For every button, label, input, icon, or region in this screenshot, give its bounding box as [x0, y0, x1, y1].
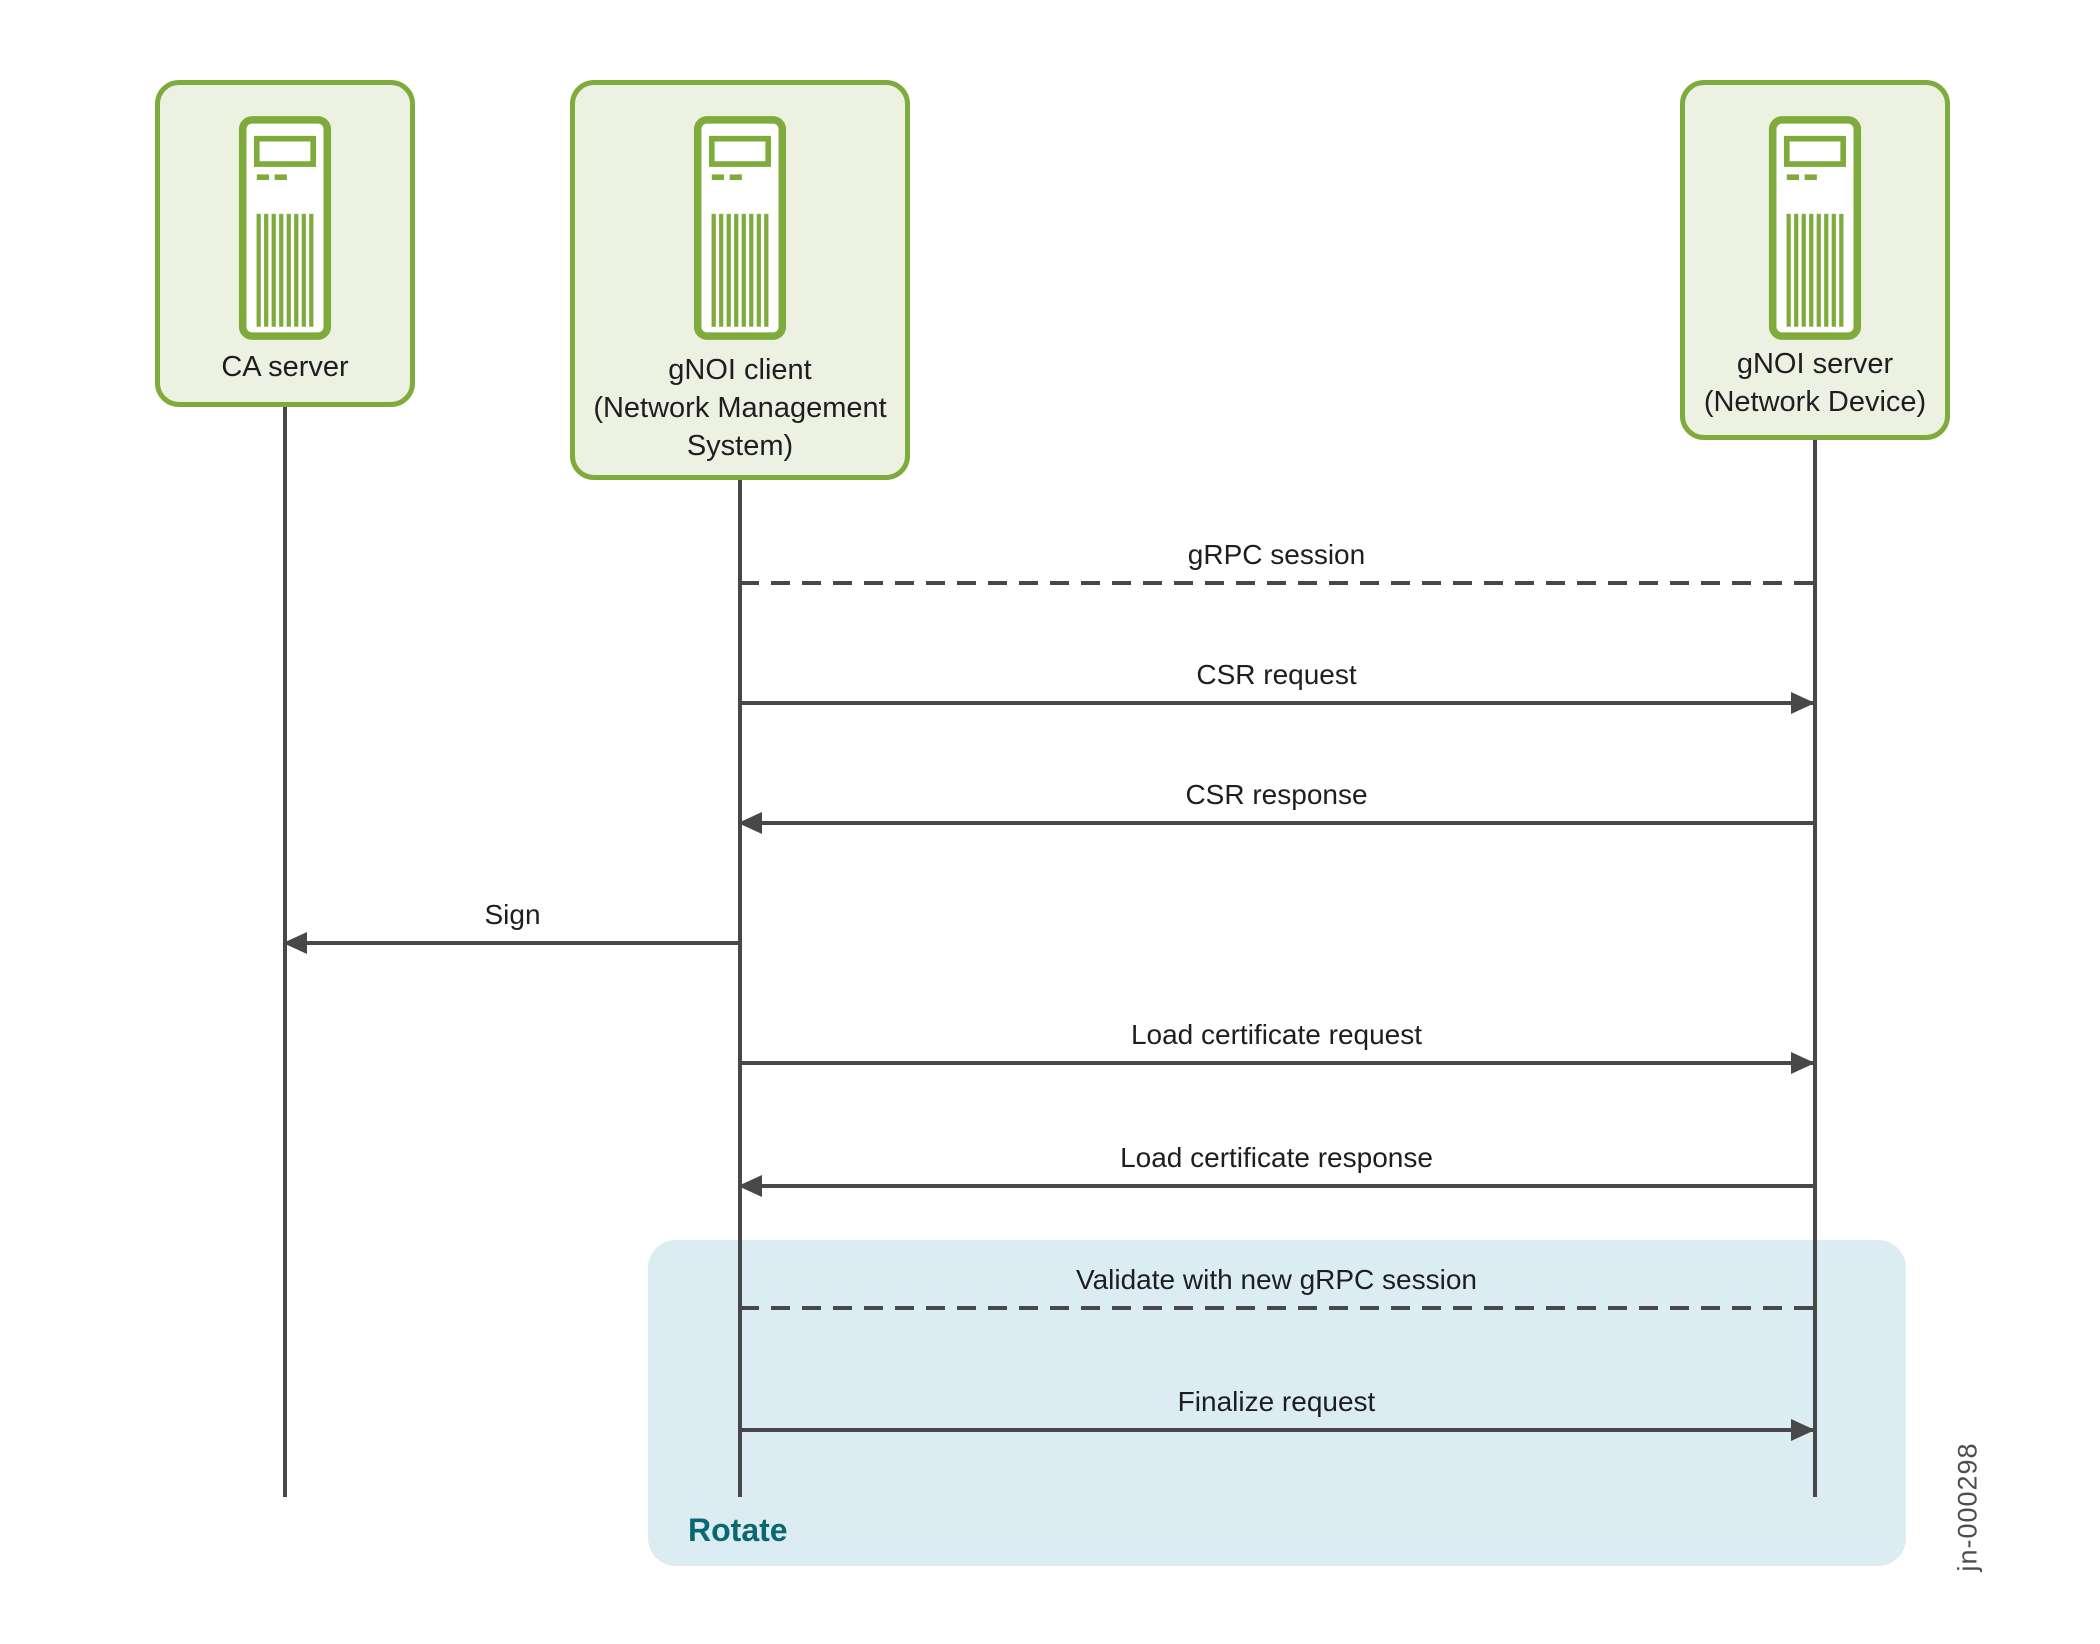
actor-label-line: CA server	[221, 351, 349, 383]
message-label: Finalize request	[1177, 1386, 1376, 1417]
actor-label-line: (Network Management	[593, 392, 887, 424]
rotate-group-box	[648, 1240, 1906, 1566]
server-tower-icon	[1768, 116, 1862, 340]
message-line-solid	[740, 1184, 1813, 1188]
message-line-solid	[740, 821, 1813, 825]
message-line-dashed	[740, 581, 1813, 585]
message-line-solid	[740, 1061, 1813, 1065]
actor-label-line: gNOI server	[1736, 348, 1894, 380]
actor-label-gnoi-server: gNOI server (Network Device)	[1685, 345, 1945, 421]
actor-box-gnoi-client: gNOI client (Network Management System)	[570, 80, 910, 480]
arrowhead-left-icon	[283, 932, 307, 954]
arrowhead-right-icon	[1791, 692, 1815, 714]
actor-label-ca-server: CA server	[160, 348, 410, 386]
arrowhead-left-icon	[738, 1175, 762, 1197]
message-label: CSR request	[1196, 659, 1357, 690]
arrowhead-right-icon	[1791, 1052, 1815, 1074]
arrowhead-left-icon	[738, 812, 762, 834]
server-tower-icon	[238, 116, 332, 340]
message-label: CSR response	[1185, 779, 1368, 810]
message-line-dashed	[740, 1306, 1813, 1310]
message-label: Sign	[484, 899, 541, 930]
lifeline-gnoi-client	[738, 480, 742, 1497]
figure-id-label: jn-000298	[1952, 1442, 1983, 1572]
actor-box-gnoi-server: gNOI server (Network Device)	[1680, 80, 1950, 440]
actor-label-gnoi-client: gNOI client (Network Management System)	[575, 351, 905, 465]
server-tower-icon	[693, 116, 787, 340]
message-line-solid	[740, 701, 1813, 705]
message-label: Load certificate request	[1130, 1019, 1423, 1050]
actor-label-line: (Network Device)	[1703, 386, 1927, 418]
actor-box-ca-server: CA server	[155, 80, 415, 407]
rotate-group-label: Rotate	[688, 1512, 788, 1548]
message-label: Load certificate response	[1120, 1142, 1433, 1173]
message-line-solid	[740, 1428, 1813, 1432]
message-line-solid	[285, 941, 740, 945]
message-label: Validate with new gRPC session	[1075, 1264, 1477, 1295]
lifeline-gnoi-server	[1813, 440, 1817, 1497]
actor-label-line: System)	[686, 430, 794, 462]
actor-label-line: gNOI client	[668, 354, 812, 386]
arrowhead-right-icon	[1791, 1419, 1815, 1441]
message-label: gRPC session	[1187, 539, 1366, 570]
